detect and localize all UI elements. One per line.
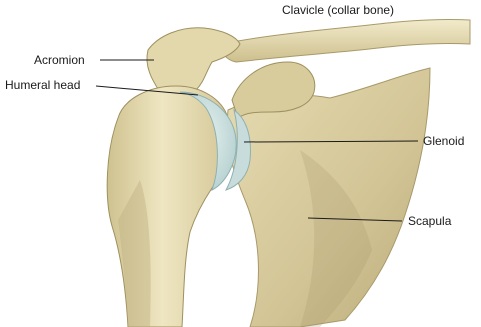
glenoid-label: Glenoid — [423, 134, 464, 148]
scapula-label: Scapula — [408, 214, 451, 228]
clavicle-label: Clavicle (collar bone) — [282, 3, 394, 17]
humeral-head-label: Humeral head — [5, 78, 80, 92]
clavicle-bone — [222, 19, 470, 62]
acromion-bone — [147, 28, 240, 92]
acromion-label: Acromion — [34, 53, 85, 67]
